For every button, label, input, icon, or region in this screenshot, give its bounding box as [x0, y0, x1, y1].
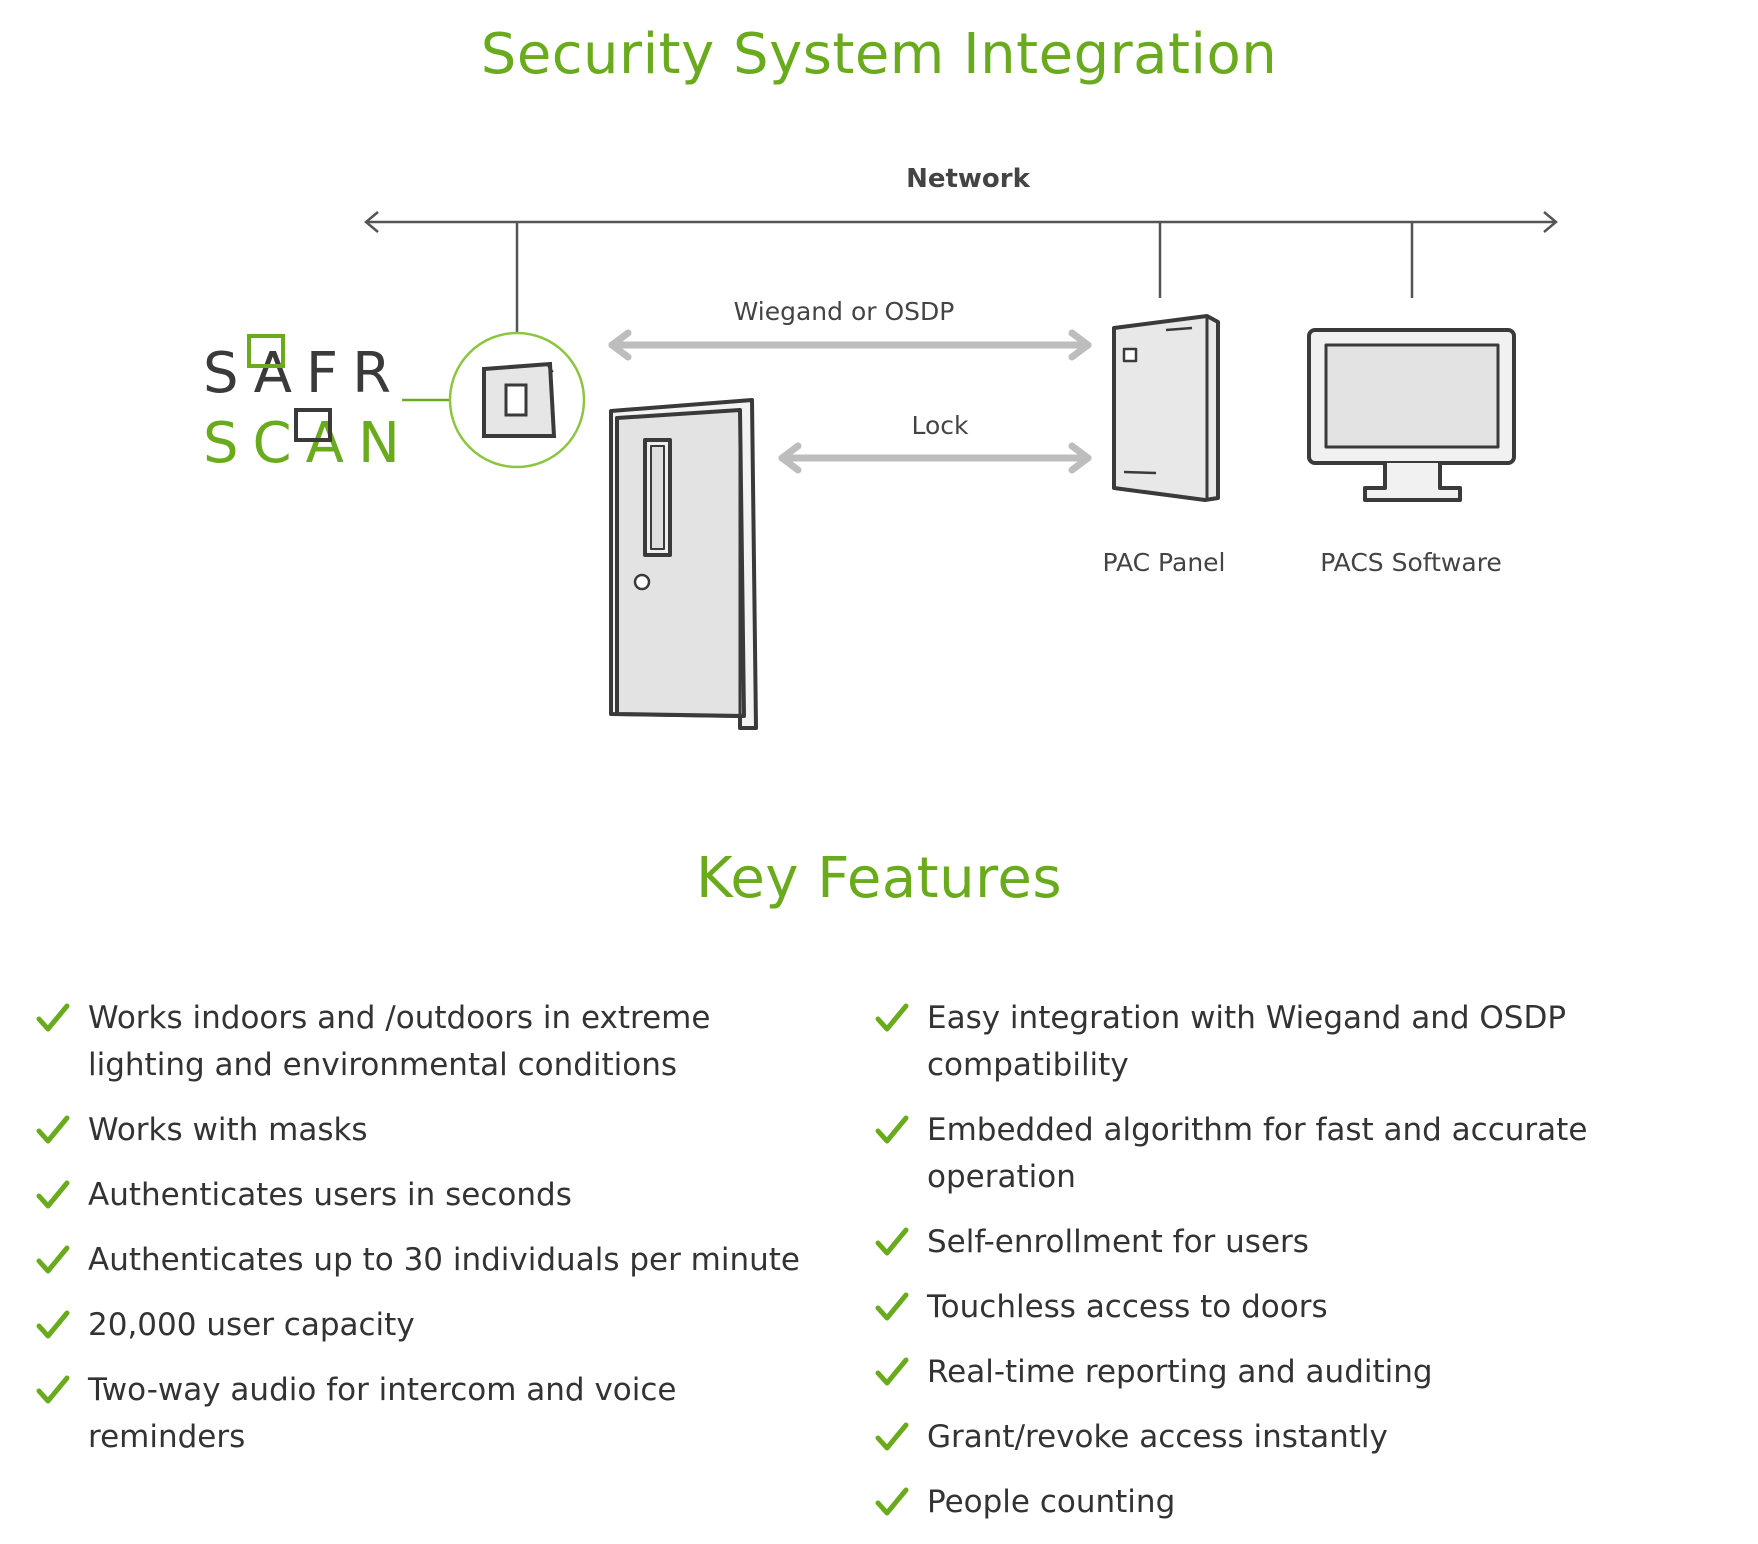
safr-scan-logo: SAFR SCAN [203, 334, 452, 476]
feature-text: People counting [927, 1484, 1176, 1520]
checkmark-icon [36, 1115, 70, 1144]
section-title-features: Key Features [695, 846, 1063, 911]
feature-text: Self-enrollment for users [927, 1224, 1309, 1260]
logo-safr-text: SAFR [203, 341, 405, 406]
pac-panel-label: PAC Panel [1103, 548, 1226, 577]
features-list-right: Easy integration with Wiegand and OSDP c… [875, 995, 1735, 1544]
feature-item: Authenticates up to 30 individuals per m… [36, 1237, 836, 1284]
checkmark-icon [36, 1375, 70, 1404]
feature-item: Two-way audio for intercom and voice rem… [36, 1367, 836, 1461]
checkmark-icon [875, 1115, 909, 1144]
pac-panel-icon [1112, 314, 1220, 502]
feature-item: 20,000 user capacity [36, 1302, 836, 1349]
checkmark-icon [875, 1422, 909, 1451]
checkmark-icon [36, 1310, 70, 1339]
logo-scan-text: SCAN [203, 411, 414, 476]
checkmark-icon [36, 1180, 70, 1209]
feature-text: Works indoors and /outdoors in extreme l… [88, 1000, 711, 1083]
feature-item: Easy integration with Wiegand and OSDP c… [875, 995, 1735, 1089]
checkmark-icon [875, 1487, 909, 1516]
feature-item: Works with masks [36, 1107, 836, 1154]
network-line [364, 211, 1558, 333]
feature-text: Touchless access to doors [927, 1289, 1328, 1325]
feature-text: Works with masks [88, 1112, 368, 1148]
features-list-left: Works indoors and /outdoors in extreme l… [36, 995, 836, 1479]
checkmark-icon [875, 1003, 909, 1032]
feature-text: Authenticates users in seconds [88, 1177, 572, 1213]
monitor-icon [1307, 328, 1516, 502]
feature-text: Authenticates up to 30 individuals per m… [88, 1242, 801, 1278]
checkmark-icon [36, 1003, 70, 1032]
wiegand-osdp-label: Wiegand or OSDP [734, 297, 955, 326]
network-label: Network [906, 164, 1031, 194]
feature-text: Easy integration with Wiegand and OSDP c… [927, 1000, 1567, 1083]
checkmark-icon [875, 1292, 909, 1321]
feature-item: Real-time reporting and auditing [875, 1349, 1735, 1396]
lock-label: Lock [911, 411, 969, 440]
feature-item: Authenticates users in seconds [36, 1172, 836, 1219]
feature-item: Works indoors and /outdoors in extreme l… [36, 995, 836, 1089]
checkmark-icon [875, 1357, 909, 1386]
feature-item: Grant/revoke access instantly [875, 1414, 1735, 1461]
checkmark-icon [875, 1227, 909, 1256]
feature-item: Touchless access to doors [875, 1284, 1735, 1331]
page-title: Security System Integration [480, 22, 1278, 87]
feature-text: Embedded algorithm for fast and accurate… [927, 1112, 1588, 1195]
feature-item: People counting [875, 1479, 1735, 1526]
feature-item: Embedded algorithm for fast and accurate… [875, 1107, 1735, 1201]
safr-scan-device-icon [448, 331, 586, 469]
wiegand-osdp-arrow [608, 329, 1092, 361]
checkmark-icon [36, 1245, 70, 1274]
pacs-software-label: PACS Software [1320, 548, 1502, 577]
feature-item: Self-enrollment for users [875, 1219, 1735, 1266]
feature-text: Grant/revoke access instantly [927, 1419, 1388, 1455]
integration-diagram: Network SAFR SCAN Wiegand or OSDP Lock [203, 164, 1558, 730]
feature-text: Real-time reporting and auditing [927, 1354, 1433, 1390]
feature-text: 20,000 user capacity [88, 1307, 415, 1343]
feature-text: Two-way audio for intercom and voice rem… [88, 1372, 677, 1455]
lock-arrow [778, 442, 1092, 474]
door-icon [609, 398, 758, 730]
